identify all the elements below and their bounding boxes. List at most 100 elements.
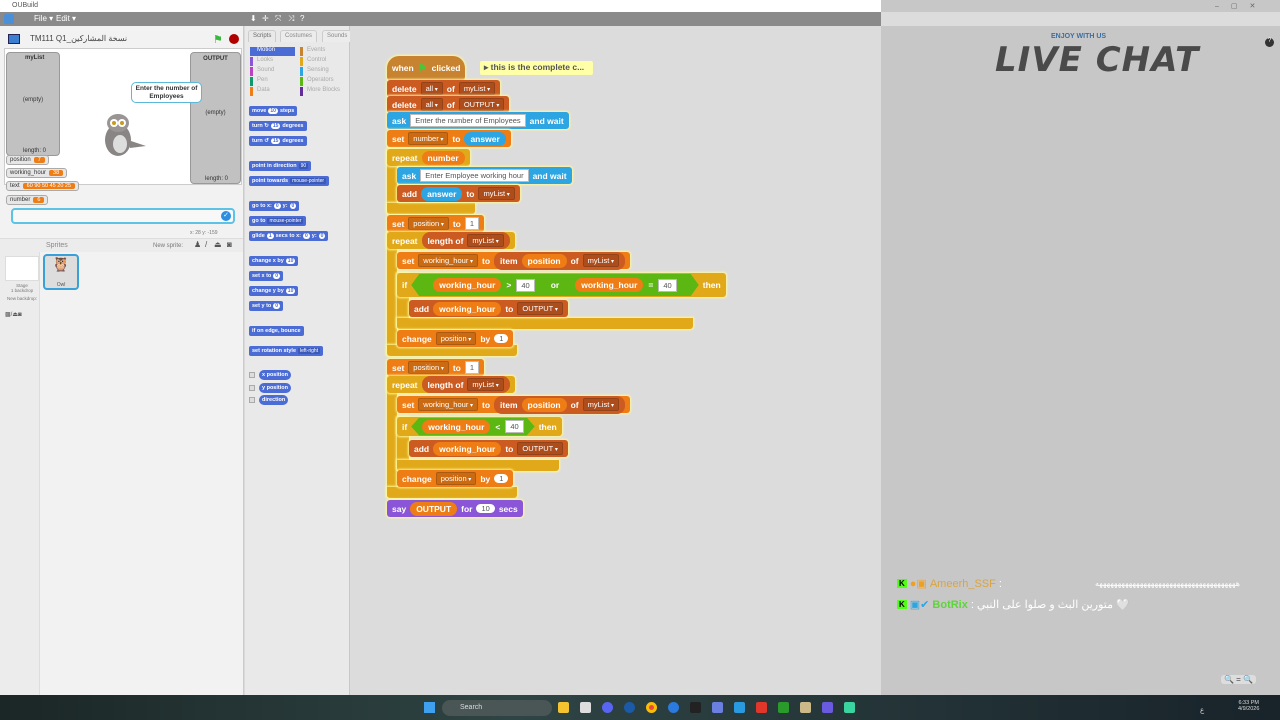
reporter-block[interactable]: position [521, 253, 567, 268]
palette-block[interactable]: direction [249, 395, 289, 405]
shrink-icon[interactable]: ⤨ [288, 14, 295, 23]
chrome-icon[interactable] [646, 702, 657, 713]
dropdown-input[interactable]: position [435, 332, 477, 345]
submit-answer-check-icon[interactable]: ✓ [221, 211, 231, 221]
dropdown-input[interactable]: working_hour [418, 254, 479, 267]
text-input[interactable]: 40 [516, 279, 534, 292]
store-icon[interactable] [580, 702, 591, 713]
change-position-by-1[interactable]: changepositionby1 [397, 330, 514, 347]
menu-edit[interactable]: Edit ▾ [56, 14, 77, 23]
paint-sprite-icon[interactable]: / [205, 240, 208, 249]
tab-costumes[interactable]: Costumes [280, 30, 318, 42]
reporter-block[interactable]: working_hour [433, 278, 501, 292]
palette-block[interactable]: if on edge, bounce [249, 326, 304, 336]
oubuild-icon[interactable] [800, 702, 811, 713]
reporter-block[interactable]: answer [464, 131, 506, 146]
epic-games-icon[interactable] [690, 702, 701, 713]
file-explorer-icon[interactable] [558, 702, 569, 713]
delete-all-mylist[interactable]: deleteallofmyList [387, 80, 501, 97]
tab-sounds[interactable]: Sounds [322, 30, 353, 42]
discord-icon[interactable] [602, 702, 613, 713]
script-comment[interactable]: ▸ this is the complete c... [480, 61, 593, 75]
dropdown-input[interactable]: all [420, 98, 443, 111]
zoom-controls[interactable]: 🔍 = 🔍 [1221, 675, 1257, 684]
dropdown-input[interactable]: OUTPUT [517, 442, 563, 455]
mail-icon[interactable] [734, 702, 745, 713]
when-flag-clicked-hat[interactable]: when⚑clicked [387, 56, 466, 80]
steam-icon[interactable] [624, 702, 635, 713]
number-input[interactable]: 10 [268, 108, 278, 114]
set-number-to-answer[interactable]: setnumbertoanswer [387, 130, 511, 147]
text-input[interactable]: 40 [658, 279, 676, 292]
project-title[interactable]: TM111 Q1_نسخة المشاركين [30, 34, 128, 43]
category-events[interactable]: Events [300, 47, 325, 56]
palette-block[interactable]: x position [249, 370, 291, 380]
dropdown-input[interactable]: OUTPUT [458, 98, 505, 111]
dropdown-input[interactable]: position [408, 361, 449, 374]
number-input[interactable]: 0 [303, 233, 310, 239]
delete-all-output[interactable]: deleteallofOUTPUT [387, 96, 510, 113]
stop-button[interactable] [229, 34, 239, 44]
dropdown-input[interactable]: number [408, 132, 449, 145]
dropdown-input[interactable]: myList [458, 82, 496, 95]
number-input[interactable]: 0 [273, 273, 281, 279]
brave-icon[interactable] [756, 702, 767, 713]
dropdown-input[interactable]: working_hour [418, 398, 479, 411]
dropdown-input[interactable]: left-right [298, 348, 321, 354]
category-control[interactable]: Control [300, 57, 326, 66]
palette-block[interactable]: y position [249, 383, 291, 393]
stage-thumbnail[interactable] [5, 256, 39, 281]
dropdown-input[interactable]: mouse-pointer [290, 178, 327, 184]
owl-sprite[interactable] [96, 112, 148, 162]
dropdown-input[interactable]: myList [467, 234, 504, 247]
category-data[interactable]: Data [250, 87, 270, 96]
dropdown-input[interactable]: mouse-pointer [267, 218, 304, 224]
duplicate-icon[interactable]: ⬇ [250, 14, 257, 23]
number-input[interactable]: 10 [476, 504, 495, 513]
number-input[interactable]: 15 [270, 138, 281, 144]
change-position-by-1[interactable]: changepositionby1 [397, 470, 514, 487]
sprite-library-icon[interactable]: ♟ [194, 240, 202, 249]
category-looks[interactable]: Looks [250, 57, 273, 66]
dropdown-input[interactable]: myList [582, 398, 619, 411]
category-motion[interactable]: Motion [250, 47, 295, 56]
windows-start-icon[interactable] [424, 702, 435, 713]
tab-scripts[interactable]: Scripts [248, 30, 277, 42]
app-icon[interactable] [668, 702, 679, 713]
number-input[interactable]: 0 [273, 203, 281, 209]
green-flag-button[interactable]: ⚑ [213, 34, 223, 46]
number-input[interactable]: 1 [494, 474, 509, 483]
text-input[interactable]: Enter Employee working hour [420, 169, 529, 182]
monitor-checkbox[interactable] [249, 385, 255, 391]
dropdown-input[interactable]: myList [478, 187, 515, 200]
reporter-block[interactable]: working_hour [422, 420, 490, 434]
boolean-block[interactable]: working_hour=40 [564, 276, 688, 294]
taskbar-search[interactable]: Search [442, 700, 552, 716]
number-input[interactable]: 0 [273, 303, 281, 309]
app-icon[interactable] [822, 702, 833, 713]
set-position-to-1[interactable]: setpositionto1 [387, 359, 485, 376]
reporter-block[interactable]: number [421, 150, 465, 165]
ask-answer-input[interactable] [11, 208, 235, 224]
backdrop-tools-icons[interactable]: ▩/⏏◙ [5, 312, 22, 318]
sprite-owl-thumbnail[interactable]: 🦉Owl [43, 254, 79, 290]
reporter-block[interactable]: answer [421, 186, 463, 201]
dropdown-input[interactable]: position [435, 472, 477, 485]
